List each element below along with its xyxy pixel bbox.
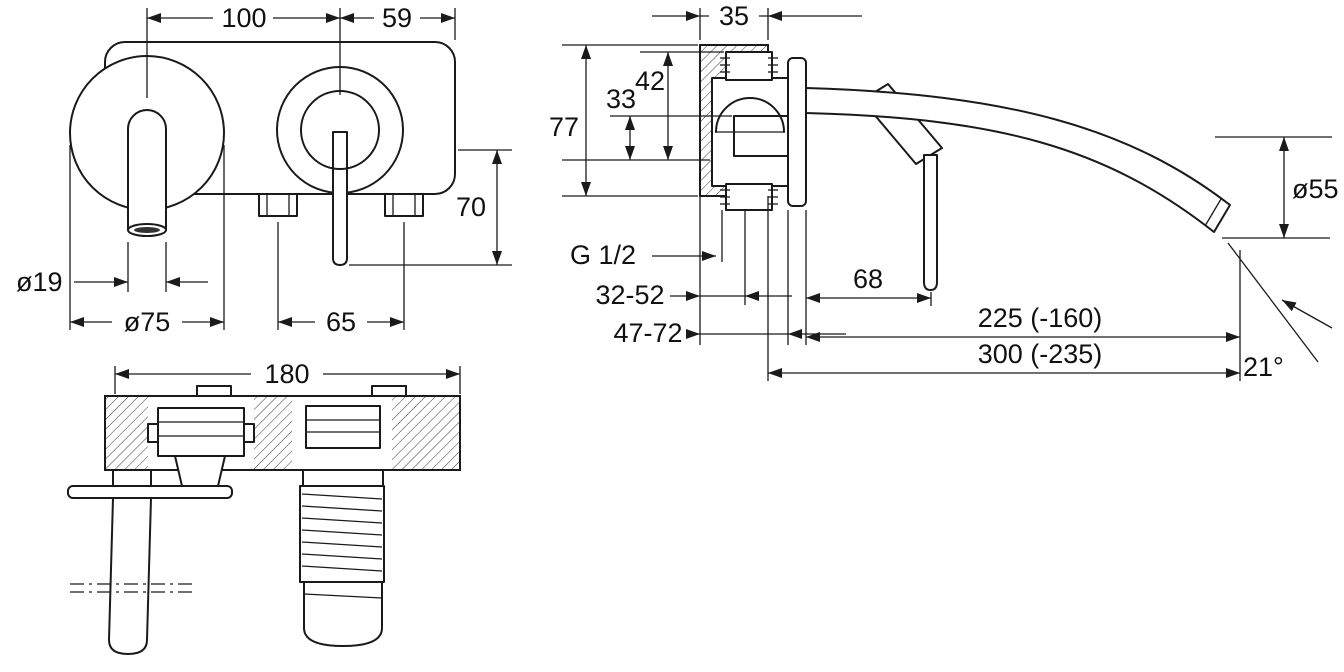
handle-lever-front	[332, 131, 348, 266]
dim-225-label: 225 (-160)	[978, 303, 1103, 333]
dim-d19: ø19	[16, 242, 208, 297]
dim-70: 70	[349, 149, 512, 266]
dim-d55-label: ø55	[1292, 174, 1339, 204]
dim-42-label: 42	[635, 66, 665, 96]
dim-300-label: 300 (-235)	[978, 339, 1103, 369]
dim-180: 180	[114, 359, 461, 394]
handle-valve-body	[305, 405, 381, 449]
plan-view: 180	[67, 359, 461, 655]
escutcheon-side	[787, 57, 807, 207]
dim-d75-label: ø75	[124, 307, 171, 337]
dim-g12-label: G 1/2	[570, 240, 636, 270]
dim-d55: ø55	[1215, 136, 1339, 239]
dim-32-52-label: 32-52	[595, 280, 664, 310]
cartridge-dome	[715, 97, 785, 133]
dim-180-label: 180	[264, 359, 309, 389]
dim-33-label: 33	[606, 84, 636, 114]
front-view: 100 59 70 ø19 ø75	[16, 3, 512, 337]
side-view: 35 77 42 33 G 1/2	[549, 1, 1339, 382]
dim-77-label: 77	[549, 112, 579, 142]
dim-65-label: 65	[326, 307, 356, 337]
dim-32-52: 32-52	[595, 196, 792, 345]
dim-35-label: 35	[719, 1, 749, 31]
dim-47-72-label: 47-72	[613, 318, 682, 348]
dim-35: 35	[652, 1, 862, 40]
spout-front	[127, 109, 167, 237]
spout-valve-body	[147, 407, 255, 487]
top-inlet	[725, 51, 773, 81]
dim-77: 77	[549, 44, 698, 197]
dim-21deg-label: 21°	[1243, 352, 1284, 382]
threaded-shank	[299, 469, 385, 647]
shank-sleeve	[303, 581, 383, 647]
aerator-line	[1204, 198, 1222, 227]
bottom-inlet	[725, 183, 773, 211]
dim-68-label: 68	[853, 264, 883, 294]
mixer-body-section	[711, 51, 793, 305]
spout-side	[805, 87, 1231, 233]
dim-70-label: 70	[456, 192, 486, 222]
dim-300: 300 (-235)	[767, 196, 1240, 381]
dim-g12: G 1/2	[570, 240, 716, 270]
dim-225: 225 (-160)	[806, 250, 1241, 381]
handle-rod	[923, 154, 938, 291]
mounting-nipples-front	[258, 193, 424, 217]
aerator-front	[134, 227, 160, 233]
dim-21deg: 21°	[1227, 242, 1333, 382]
spout-tube-plan	[67, 469, 233, 655]
escutcheon-edge-plan	[67, 485, 233, 499]
dim-42: 42	[635, 51, 724, 160]
dim-33: 33	[562, 84, 732, 161]
fixing-tab	[371, 385, 407, 397]
dim-68: 68	[805, 210, 932, 345]
dim-59-label: 59	[382, 3, 412, 33]
dim-59: 59	[340, 3, 456, 40]
dim-47-72: 47-72	[613, 210, 846, 348]
dim-d75: ø75	[69, 145, 225, 337]
dim-65: 65	[277, 222, 405, 337]
dim-100-label: 100	[221, 3, 266, 33]
dim-d19-label: ø19	[16, 267, 63, 297]
fixing-tab	[196, 385, 232, 397]
